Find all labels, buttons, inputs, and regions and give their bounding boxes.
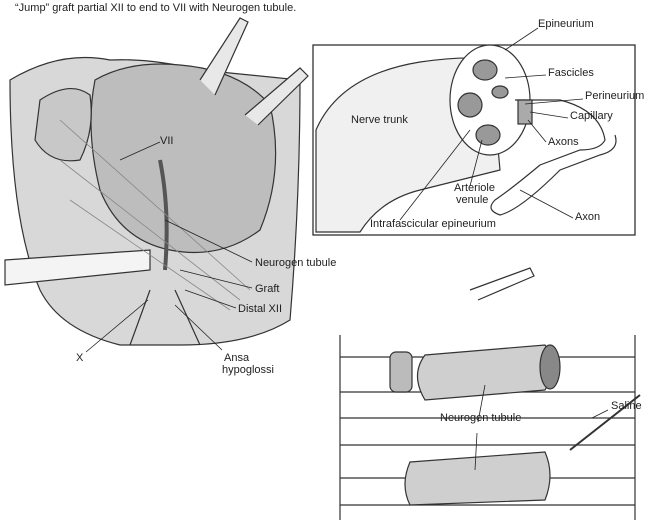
label-nerve-trunk: Nerve trunk — [351, 114, 408, 126]
label-ansa-1: Ansa — [224, 352, 250, 364]
nerve-cross-section — [315, 44, 617, 233]
label-axons: Axons — [548, 136, 579, 148]
label-fascicles: Fascicles — [548, 67, 594, 79]
label-saline: Saline — [611, 400, 642, 412]
label-intrafascicular-epineurium: Intrafascicular epineurium — [370, 218, 496, 230]
label-capillary: Capillary — [570, 110, 613, 122]
label-ansa-2: hypoglossi — [222, 364, 274, 376]
label-x: X — [76, 352, 84, 364]
label-epineurium: Epineurium — [538, 18, 594, 30]
surgical-field — [4, 17, 309, 346]
label-axon: Axon — [575, 211, 601, 223]
tubule-inset — [339, 267, 641, 520]
label-perineurium: Perineurium — [585, 90, 645, 102]
label-distal-xii: Distal XII — [238, 303, 283, 315]
label-neurogen-tubule-inset: Neurogen tubule — [440, 412, 522, 424]
label-graft: Graft — [255, 283, 280, 295]
figure-caption: “Jump” graft partial XII to end to VII w… — [15, 2, 297, 14]
label-arteriole: Arteriole — [454, 182, 495, 194]
label-venule: venule — [456, 194, 489, 206]
label-neurogen-tubule: Neurogen tubule — [255, 257, 337, 269]
label-vii: VII — [160, 135, 174, 147]
